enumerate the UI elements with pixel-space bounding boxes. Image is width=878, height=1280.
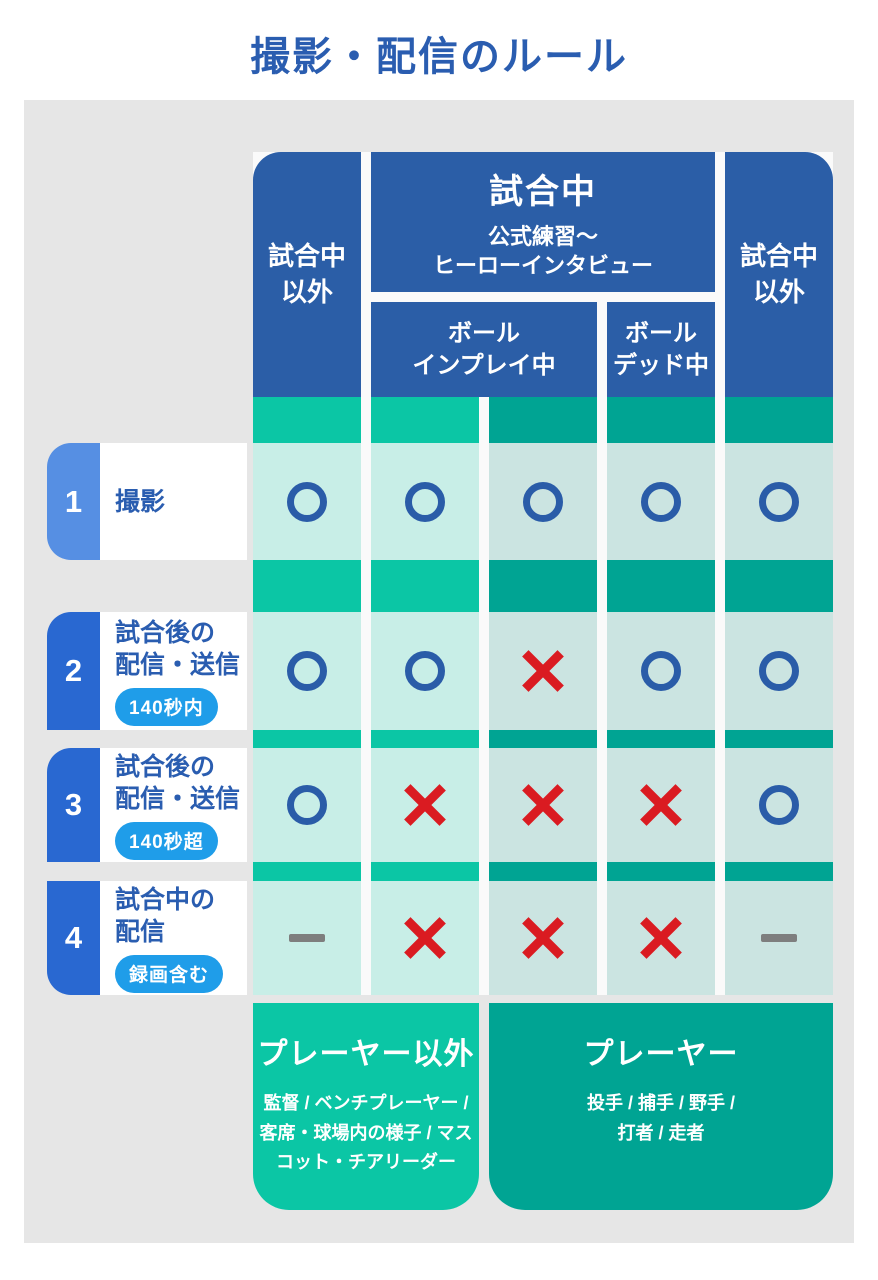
row-label-card: 試合後の 配信・送信 140秒超 — [100, 748, 247, 862]
column-strip — [371, 560, 479, 612]
rule-cell — [253, 748, 361, 862]
row-condition-pill: 140秒内 — [115, 687, 218, 726]
row-title: 試合後の 配信・送信 — [115, 752, 241, 813]
column-strip — [489, 730, 597, 748]
header-during-game-title: 試合中 — [489, 172, 597, 211]
rule-cell — [725, 881, 833, 995]
cross-mark — [519, 781, 567, 829]
circle-mark — [405, 481, 445, 522]
header-ball-dead: ボール デッド中 — [607, 302, 715, 397]
rule-cell — [607, 881, 715, 995]
row-number-badge: 2 — [47, 612, 100, 730]
row-number-badge: 3 — [47, 748, 100, 862]
row-title: 試合後の 配信・送信 — [115, 618, 241, 679]
column-strip — [371, 730, 479, 748]
rule-cell — [489, 881, 597, 995]
column-strip — [489, 560, 597, 612]
circle-mark — [759, 481, 799, 522]
circle-mark — [405, 651, 445, 691]
footer-players-body: 投手 / 捕手 / 野手 / 打者 / 走者 — [586, 1093, 735, 1143]
row-label-card: 試合後の 配信・送信 140秒内 — [100, 612, 247, 730]
footer-players: プレーヤー 投手 / 捕手 / 野手 / 打者 / 走者 — [489, 1003, 833, 1210]
rules-panel: 試合中 以外 試合中 公式練習〜 ヒーローインタビュー ボール インプレイ中 ボ… — [24, 100, 854, 1243]
footer-players-title: プレーヤー — [583, 1038, 739, 1071]
rule-cell — [489, 748, 597, 862]
circle-mark — [759, 651, 799, 691]
footer-non-players-body: 監督 / ベンチプレーヤー / 客席・球場内の様子 / マス コット・チアリーダ… — [259, 1093, 473, 1173]
column-strip — [253, 862, 361, 881]
rule-cell — [489, 443, 597, 560]
column-strip — [371, 397, 479, 443]
rule-cell — [607, 748, 715, 862]
row-title: 試合中の 配信 — [115, 885, 216, 946]
rule-cell — [489, 612, 597, 730]
rule-cell — [253, 612, 361, 730]
column-strip — [489, 397, 597, 443]
header-ball-in-play: ボール インプレイ中 — [371, 302, 597, 397]
circle-mark — [641, 481, 681, 522]
header-during-game-subtitle: 公式練習〜 ヒーローインタビュー — [432, 223, 653, 278]
rule-cell — [253, 881, 361, 995]
row-condition-pill: 140秒超 — [115, 821, 218, 860]
column-strip — [725, 397, 833, 443]
circle-mark — [287, 481, 327, 522]
column-strip — [607, 730, 715, 748]
rule-cell — [371, 443, 479, 560]
rule-cell — [725, 612, 833, 730]
rule-cell — [371, 612, 479, 730]
column-strip — [253, 730, 361, 748]
header-outside-game-right: 試合中 以外 — [725, 152, 833, 397]
cross-mark — [401, 781, 449, 829]
circle-mark — [287, 651, 327, 691]
column-strip — [607, 397, 715, 443]
column-strip — [725, 560, 833, 612]
circle-mark — [287, 785, 327, 825]
rule-cell — [607, 612, 715, 730]
rule-cell — [725, 443, 833, 560]
row-number-badge: 4 — [47, 881, 100, 995]
column-strip — [371, 862, 479, 881]
header-outside-game-left: 試合中 以外 — [253, 152, 361, 397]
rule-cell — [253, 443, 361, 560]
row-number-badge: 1 — [47, 443, 100, 560]
dash-mark — [289, 934, 325, 942]
dash-mark — [761, 934, 797, 942]
rule-cell — [371, 748, 479, 862]
circle-mark — [641, 651, 681, 691]
column-strip — [607, 862, 715, 881]
column-strip — [725, 730, 833, 748]
rule-cell — [607, 443, 715, 560]
rule-cell — [725, 748, 833, 862]
footer-non-players-title: プレーヤー以外 — [257, 1038, 475, 1071]
column-strip — [253, 560, 361, 612]
header-during-game: 試合中 公式練習〜 ヒーローインタビュー — [371, 152, 715, 292]
column-strip — [489, 862, 597, 881]
rule-cell — [371, 881, 479, 995]
page-title: 撮影・配信のルール — [250, 35, 628, 79]
row-label-card: 撮影 — [100, 443, 247, 560]
circle-mark — [523, 481, 563, 522]
cross-mark — [519, 647, 567, 695]
circle-mark — [759, 785, 799, 825]
row-label-card: 試合中の 配信録画含む — [100, 881, 247, 995]
column-strip — [253, 397, 361, 443]
cross-mark — [637, 781, 685, 829]
row-condition-pill: 録画含む — [115, 954, 224, 993]
column-strip — [607, 560, 715, 612]
column-strip — [725, 862, 833, 881]
cross-mark — [519, 914, 567, 962]
cross-mark — [401, 914, 449, 962]
cross-mark — [637, 914, 685, 962]
row-title: 撮影 — [115, 487, 166, 516]
footer-non-players: プレーヤー以外 監督 / ベンチプレーヤー / 客席・球場内の様子 / マス コ… — [253, 1003, 479, 1210]
